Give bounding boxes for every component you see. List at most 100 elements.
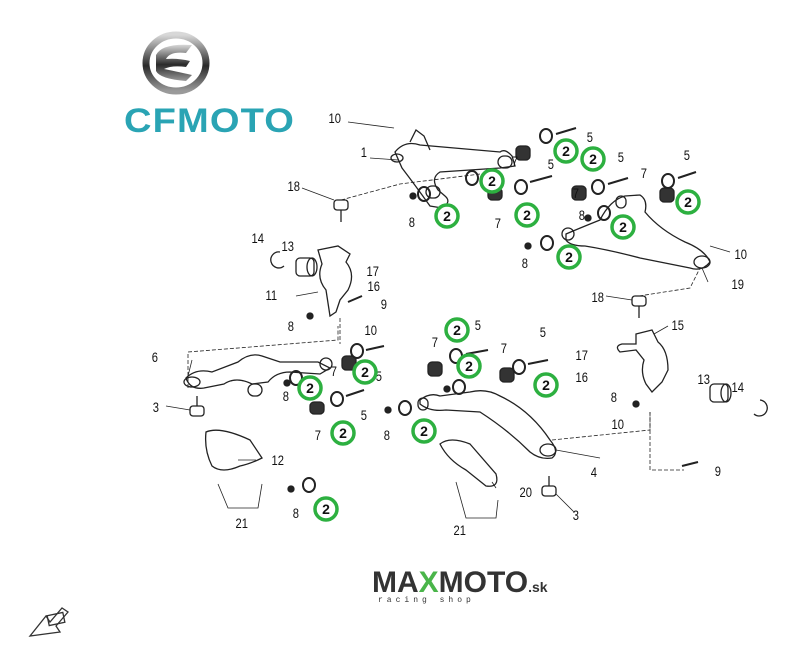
highlight-label: 2 <box>619 219 627 235</box>
label-7: 7 <box>331 364 337 379</box>
nuts <box>283 192 640 493</box>
ball-joint-18b <box>631 295 647 318</box>
label-7: 7 <box>432 335 438 350</box>
highlight-label: 2 <box>420 423 428 439</box>
watermark-x: X <box>418 566 439 599</box>
steering-knuckle-right <box>616 329 669 393</box>
label-8: 8 <box>579 208 585 223</box>
label-13: 13 <box>698 372 710 387</box>
highlight-circle <box>610 214 636 240</box>
highlight-label: 2 <box>523 207 531 223</box>
highlight-label: 2 <box>562 143 570 159</box>
label-16: 16 <box>368 279 380 294</box>
skid-guard-left <box>204 429 263 471</box>
label-8: 8 <box>522 256 528 271</box>
highlight-circle <box>533 372 559 398</box>
cfmoto-logo <box>120 25 300 145</box>
label-14: 14 <box>732 380 744 395</box>
label-3: 3 <box>573 508 579 523</box>
leader-lines <box>165 121 731 519</box>
label-7: 7 <box>501 341 507 356</box>
label-5: 5 <box>475 318 481 333</box>
highlight-label: 2 <box>589 151 597 167</box>
label-8: 8 <box>409 215 415 230</box>
ball-joint-18a <box>333 199 349 222</box>
washers <box>289 128 675 493</box>
label-19: 19 <box>732 277 744 292</box>
label-10: 10 <box>612 417 624 432</box>
watermark-tagline: racing shop <box>378 596 475 605</box>
label-8: 8 <box>283 389 289 404</box>
label-3: 3 <box>153 400 159 415</box>
watermark-suffix: .sk <box>528 579 548 595</box>
highlight-label: 2 <box>542 377 550 393</box>
highlight-circle <box>675 189 701 215</box>
highlight-label: 2 <box>322 501 330 517</box>
lower-a-arm-left <box>183 354 333 397</box>
label-11: 11 <box>265 288 277 303</box>
highlight-circle <box>330 420 356 446</box>
highlight-circle <box>411 418 437 444</box>
highlight-circle <box>580 146 606 172</box>
highlight-label: 2 <box>488 173 496 189</box>
highlight-label: 2 <box>465 358 473 374</box>
label-9: 9 <box>715 464 721 479</box>
label-21: 21 <box>236 516 248 531</box>
highlight-label: 2 <box>453 322 461 338</box>
label-10: 10 <box>329 111 341 126</box>
cfmoto-emblem-icon <box>142 31 210 95</box>
label-7: 7 <box>495 216 501 231</box>
label-18: 18 <box>288 179 300 194</box>
highlight-circle <box>313 496 339 522</box>
label-18: 18 <box>592 290 604 305</box>
label-5: 5 <box>361 408 367 423</box>
label-4: 4 <box>591 465 597 480</box>
maxmoto-watermark: MAXMOTO.sk racing shop <box>372 566 548 605</box>
front-direction-arrow-icon <box>28 607 69 637</box>
highlight-circle <box>434 203 460 229</box>
highlight-callouts: 2 2 2 2 2 2 2 2 2 2 2 2 2 2 2 2 <box>297 138 701 522</box>
label-10: 10 <box>365 323 377 338</box>
highlight-circle <box>444 317 470 343</box>
label-14: 14 <box>252 231 264 246</box>
highlight-circle <box>479 168 505 194</box>
label-8: 8 <box>384 428 390 443</box>
part-labels: 10 1 18 14 13 17 16 11 9 8 10 8 7 7 5 5 … <box>152 111 747 538</box>
watermark-text: MOTO <box>438 566 529 599</box>
highlight-label: 2 <box>565 249 573 265</box>
watermark-text: MA <box>372 566 419 599</box>
label-7: 7 <box>512 154 518 169</box>
label-8: 8 <box>611 390 617 405</box>
label-20: 20 <box>520 485 532 500</box>
highlight-circle <box>556 244 582 270</box>
highlight-label: 2 <box>684 194 692 210</box>
label-17: 17 <box>576 348 588 363</box>
highlight-circle <box>352 359 378 385</box>
label-9: 9 <box>381 297 387 312</box>
upper-a-arm-left <box>390 129 516 209</box>
label-16: 16 <box>576 370 588 385</box>
label-5: 5 <box>376 369 382 384</box>
assembly-lines <box>187 173 701 471</box>
label-5: 5 <box>548 157 554 172</box>
ball-joint-3a <box>189 396 205 417</box>
highlight-label: 2 <box>306 380 314 396</box>
label-5: 5 <box>540 325 546 340</box>
wheel-bearing-right <box>709 383 732 403</box>
label-7: 7 <box>573 186 579 201</box>
skid-guard-right <box>439 439 498 487</box>
circlip-left <box>270 251 285 269</box>
highlight-circle <box>456 353 482 379</box>
label-17: 17 <box>367 264 379 279</box>
highlight-label: 2 <box>339 425 347 441</box>
lower-a-arm-right <box>417 390 557 460</box>
label-7: 7 <box>315 428 321 443</box>
highlight-label: 2 <box>361 364 369 380</box>
label-5: 5 <box>587 130 593 145</box>
highlight-circle <box>297 375 323 401</box>
label-7: 7 <box>641 166 647 181</box>
label-12: 12 <box>272 453 284 468</box>
label-10: 10 <box>735 247 747 262</box>
highlight-label: 2 <box>443 208 451 224</box>
